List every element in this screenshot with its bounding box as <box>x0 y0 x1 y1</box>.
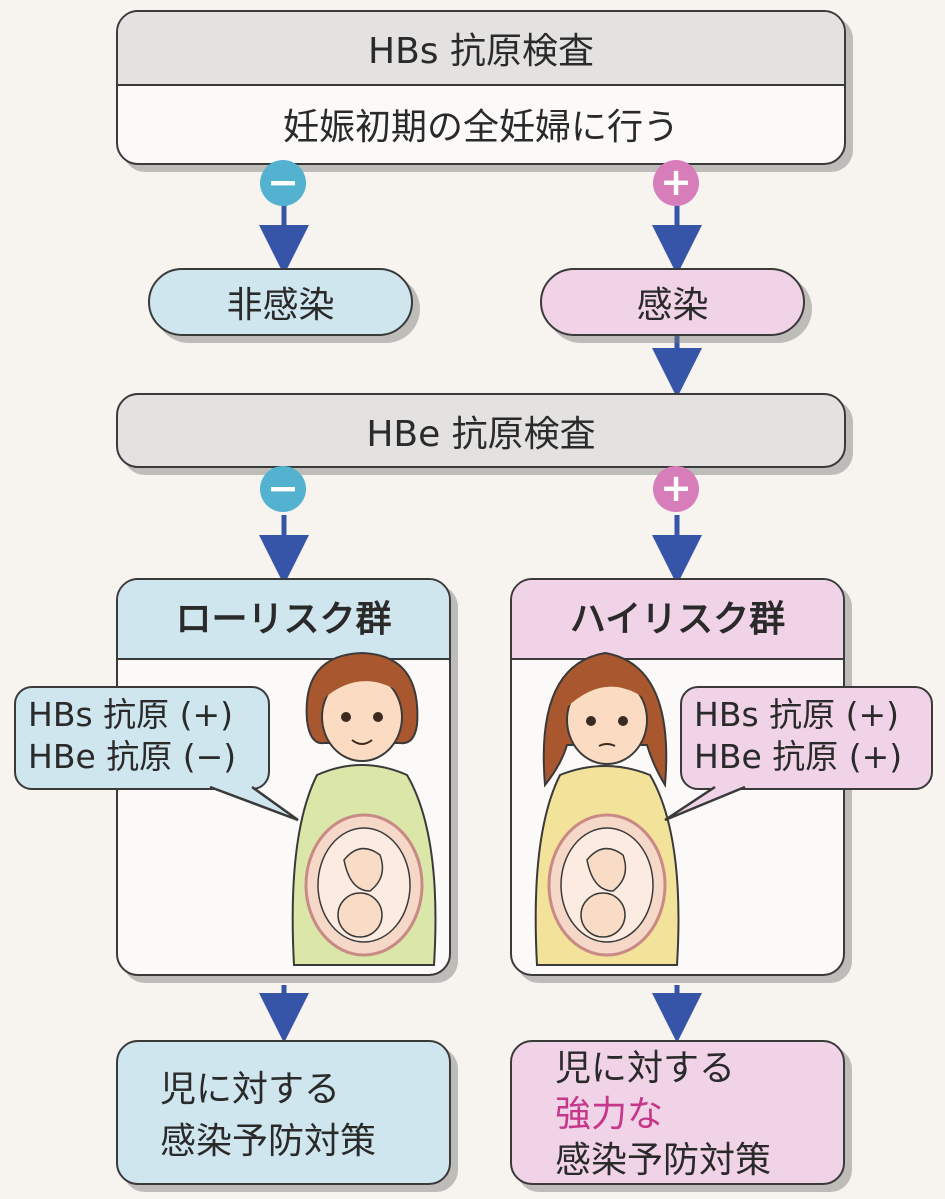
high-risk-callout-hbe: HBe 抗原 (+) <box>694 737 903 776</box>
non-infected-box: 非感染 <box>148 268 413 336</box>
hbs-test-subtitle: 妊娠初期の全妊婦に行う <box>282 107 679 148</box>
high-risk-result-emphasis: 強力な <box>555 1094 664 1135</box>
pregnant-woman-low-risk-illustration <box>291 651 437 966</box>
low-risk-callout-hbe: HBe 抗原 (−) <box>28 737 237 776</box>
low-risk-result-line2: 感染予防対策 <box>160 1121 377 1162</box>
hbe-negative-badge: − <box>260 466 306 512</box>
high-risk-result-line2: 感染予防対策 <box>555 1140 772 1181</box>
low-risk-heading: ローリスク群 <box>175 599 392 640</box>
infected-box: 感染 <box>540 268 805 336</box>
high-risk-callout-pointer <box>664 786 746 822</box>
high-risk-result-box <box>510 1040 845 1185</box>
hbs-test-title: HBs 抗原検査 <box>118 12 844 86</box>
hbs-positive-badge: + <box>653 160 699 206</box>
low-risk-result-box <box>116 1040 451 1185</box>
hbe-test-box: HBe 抗原検査 <box>116 393 846 468</box>
high-risk-callout: HBs 抗原 (+) HBe 抗原 (+) <box>680 686 933 790</box>
hbe-positive-badge: + <box>653 466 699 512</box>
hbs-test-box: HBs 抗原検査 妊娠初期の全妊婦に行う <box>116 10 846 165</box>
pregnant-woman-high-risk-illustration <box>534 651 680 966</box>
high-risk-callout-hbs: HBs 抗原 (+) <box>694 695 900 734</box>
high-risk-result-line1: 児に対する <box>555 1048 736 1089</box>
low-risk-result-line1: 児に対する <box>160 1069 341 1110</box>
low-risk-callout-pointer <box>209 786 299 822</box>
low-risk-callout: HBs 抗原 (+) HBe 抗原 (−) <box>14 686 270 790</box>
high-risk-heading: ハイリスク群 <box>569 599 786 640</box>
hbs-negative-badge: − <box>260 160 306 206</box>
low-risk-callout-hbs: HBs 抗原 (+) <box>28 695 234 734</box>
